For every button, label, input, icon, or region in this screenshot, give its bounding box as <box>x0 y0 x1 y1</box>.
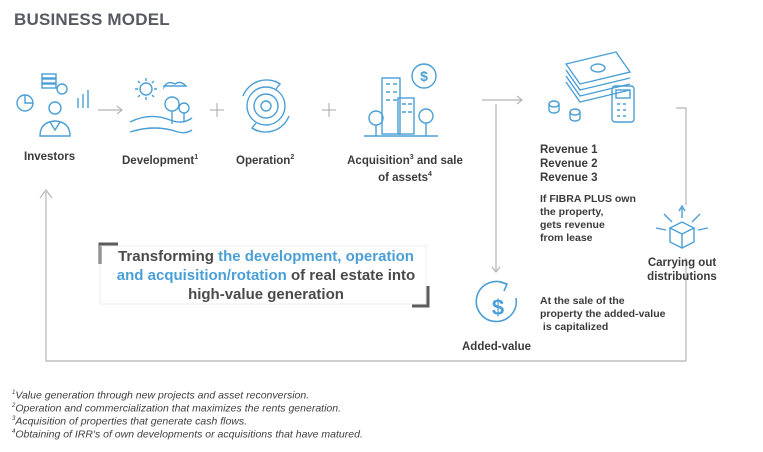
operation-label: Operation2 <box>236 154 295 167</box>
transformation-quote: Transforming the development, operation … <box>116 248 416 303</box>
page-title: BUSINESS MODEL <box>14 10 170 29</box>
footnote: 1Value generation through new projects a… <box>12 389 310 402</box>
revenue-item: Revenue 3 <box>540 172 598 184</box>
acquisition-label: Acquisition3 and sale of assets4 <box>347 154 463 184</box>
revenue-item: Revenue 2 <box>540 158 598 170</box>
added-value-label: Added-value <box>462 341 532 353</box>
svg-text:$: $ <box>492 295 504 320</box>
money-stack-icon <box>548 51 635 123</box>
operation-icon <box>242 79 290 133</box>
development-icon <box>129 78 193 134</box>
svg-text:$: $ <box>420 68 428 84</box>
feedback-loop-bottom <box>45 192 687 362</box>
feedback-loop-line <box>676 107 687 205</box>
development-label: Development1 <box>122 154 199 167</box>
fibra-lease-note: If FIBRA PLUS own the property, gets rev… <box>540 193 636 244</box>
investors-icon <box>16 73 89 137</box>
acquisition-icon: $ <box>364 63 438 137</box>
investors-label: Investors <box>24 151 76 163</box>
footnote: 4Obtaining of IRR's of own developments … <box>12 428 363 441</box>
added-value-note: At the sale of the property the added-va… <box>540 295 666 333</box>
revenue-item: Revenue 1 <box>540 144 598 156</box>
quote-highlight: the development, operation and acquisiti… <box>116 248 414 284</box>
distribution-box-icon <box>655 204 709 250</box>
distributions-label: Carrying out distributions <box>647 257 717 283</box>
footnote: 3Acquisition of properties that generate… <box>12 415 248 428</box>
revenue-list: Revenue 1 Revenue 2 Revenue 3 <box>540 143 598 185</box>
added-value-icon: $ <box>475 280 518 323</box>
footnote: 2Operation and commercialization that ma… <box>12 402 342 415</box>
